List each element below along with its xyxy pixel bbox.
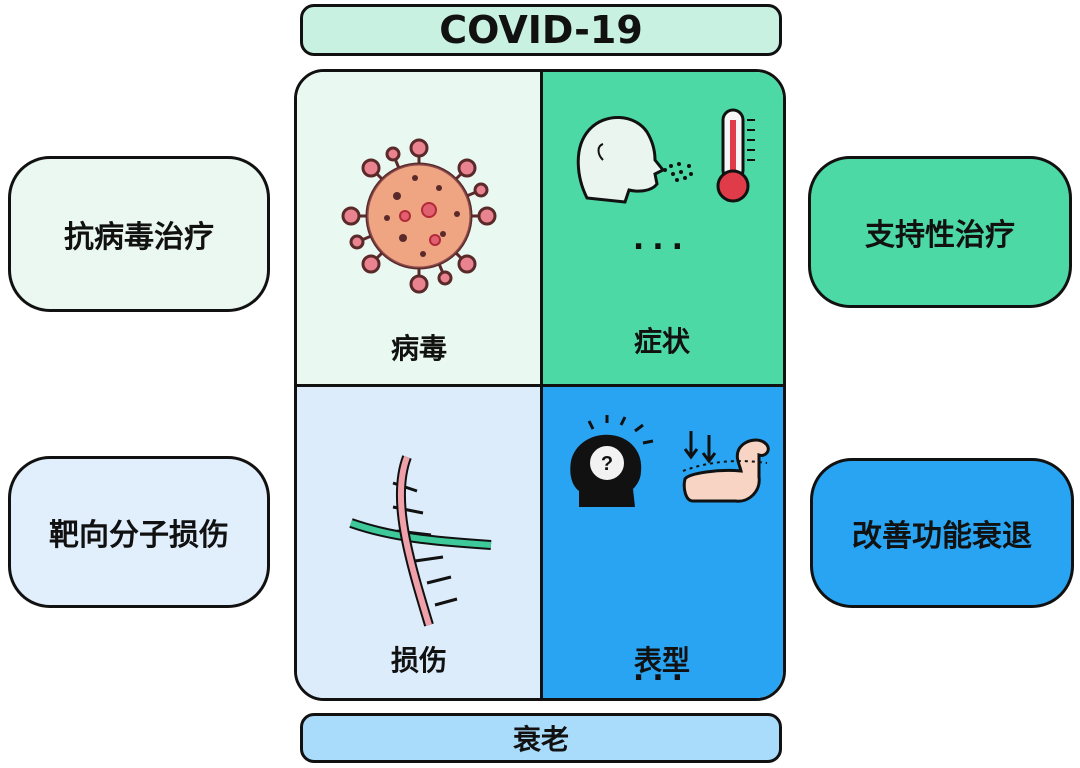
aging-label: 衰老 xyxy=(512,723,569,756)
virus-label: 病毒 xyxy=(390,332,447,365)
targeted-damage-box: 靶向分子损伤 xyxy=(8,456,270,608)
quadrant-grid: 病毒 ... 症状 xyxy=(294,69,786,701)
damage-label: 损伤 xyxy=(390,644,447,677)
antiviral-therapy-box: 抗病毒治疗 xyxy=(8,156,270,312)
damage-quadrant: 损伤 xyxy=(297,385,541,698)
phenotype-more-dots: ... xyxy=(632,653,692,688)
title-text: COVID-19 xyxy=(439,8,643,52)
symptom-label: 症状 xyxy=(633,325,690,358)
title-banner: COVID-19 xyxy=(300,4,782,56)
horizontal-divider xyxy=(297,384,783,387)
phenotype-quadrant: ? ... 表型 xyxy=(541,385,783,698)
phenotype-label: 表型 xyxy=(633,644,690,677)
aging-banner: 衰老 xyxy=(300,713,782,763)
antiviral-therapy-label: 抗病毒治疗 xyxy=(64,220,214,255)
symptom-more-dots: ... xyxy=(632,222,692,257)
functional-decline-box: 改善功能衰退 xyxy=(810,458,1074,608)
muscle-arm-weakness-icon xyxy=(682,431,770,503)
functional-decline-label: 改善功能衰退 xyxy=(852,519,1032,554)
virus-quadrant: 病毒 xyxy=(297,72,541,385)
coughing-head-icon xyxy=(576,116,693,204)
dna-double-helix-icon xyxy=(349,455,492,627)
coronavirus-icon xyxy=(341,138,497,294)
thermometer-icon xyxy=(716,108,755,203)
svg-text:?: ? xyxy=(601,453,613,475)
targeted-damage-label: 靶向分子损伤 xyxy=(49,518,229,553)
symptom-quadrant: ... 症状 xyxy=(541,72,783,385)
supportive-therapy-box: 支持性治疗 xyxy=(808,156,1072,308)
supportive-therapy-label: 支持性治疗 xyxy=(865,218,1015,253)
head-brain-question-icon: ? xyxy=(570,415,654,507)
